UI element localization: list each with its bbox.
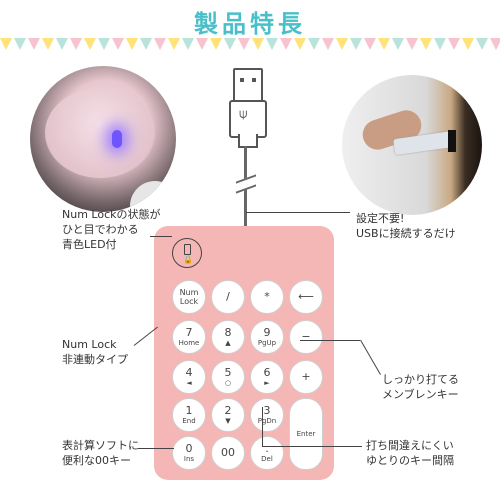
- leader-line-00: [138, 448, 174, 449]
- usb-plug-photo: [342, 75, 482, 215]
- usb-connector-icon: [233, 68, 263, 104]
- callout-led: Num Lockの状態が ひと目でわかる 青色LED付: [62, 208, 161, 251]
- blue-led-icon: [112, 130, 122, 148]
- key-5[interactable]: 5○: [211, 360, 245, 394]
- key-minus[interactable]: −: [289, 320, 323, 354]
- keypad-corner: [45, 88, 155, 178]
- key-star[interactable]: *: [250, 280, 284, 314]
- arrow-up-icon: ▲: [225, 338, 231, 347]
- usb-port: [448, 130, 456, 152]
- key-00[interactable]: 00: [211, 436, 245, 470]
- usb-neck: [238, 134, 258, 148]
- leader-line-gap-h: [262, 446, 362, 447]
- usb-symbol-icon: ⍦: [239, 106, 248, 122]
- key-dot[interactable]: .Del: [250, 436, 284, 470]
- callout-setup: 設定不要! USBに接続するだけ: [356, 212, 456, 240]
- arrow-down-icon: ▼: [225, 416, 231, 425]
- key-2[interactable]: 2▼: [211, 398, 245, 432]
- leader-line-membrane-h: [300, 340, 360, 341]
- lock-icon: 🔒: [183, 255, 193, 264]
- key-8[interactable]: 8▲: [211, 320, 245, 354]
- key-slash[interactable]: /: [211, 280, 245, 314]
- callout-numlock: Num Lock 非連動タイプ: [62, 338, 128, 366]
- key-plus[interactable]: +: [289, 360, 323, 394]
- leader-line-membrane-d: [360, 339, 381, 375]
- page-title: 製品特長: [194, 10, 306, 38]
- sticker: [130, 181, 176, 212]
- callout-membrane: しっかり打てる メンブレンキー: [382, 373, 459, 401]
- led-bar-icon: [184, 244, 191, 255]
- callout-00key: 表計算ソフトに 便利な00キー: [62, 439, 139, 467]
- leader-line-led: [150, 236, 172, 237]
- key-backspace[interactable]: ⟵: [289, 280, 323, 314]
- key-enter[interactable]: Enter: [289, 398, 323, 470]
- led-indicator: 🔒: [172, 238, 202, 268]
- backspace-icon: ⟵: [298, 290, 314, 303]
- usb-body: [229, 100, 267, 138]
- leader-line-setup: [246, 212, 350, 213]
- bunting-decoration: [0, 38, 500, 58]
- callout-spacing: 打ち間違えにくい ゆとりのキー間隔: [366, 439, 454, 467]
- led-closeup-photo: [30, 66, 176, 212]
- key-6[interactable]: 6►: [250, 360, 284, 394]
- leader-line-gap-v: [262, 407, 263, 447]
- key-4[interactable]: 4◄: [172, 360, 206, 394]
- arrow-right-icon: ►: [264, 378, 270, 387]
- arrow-left-icon: ◄: [186, 378, 192, 387]
